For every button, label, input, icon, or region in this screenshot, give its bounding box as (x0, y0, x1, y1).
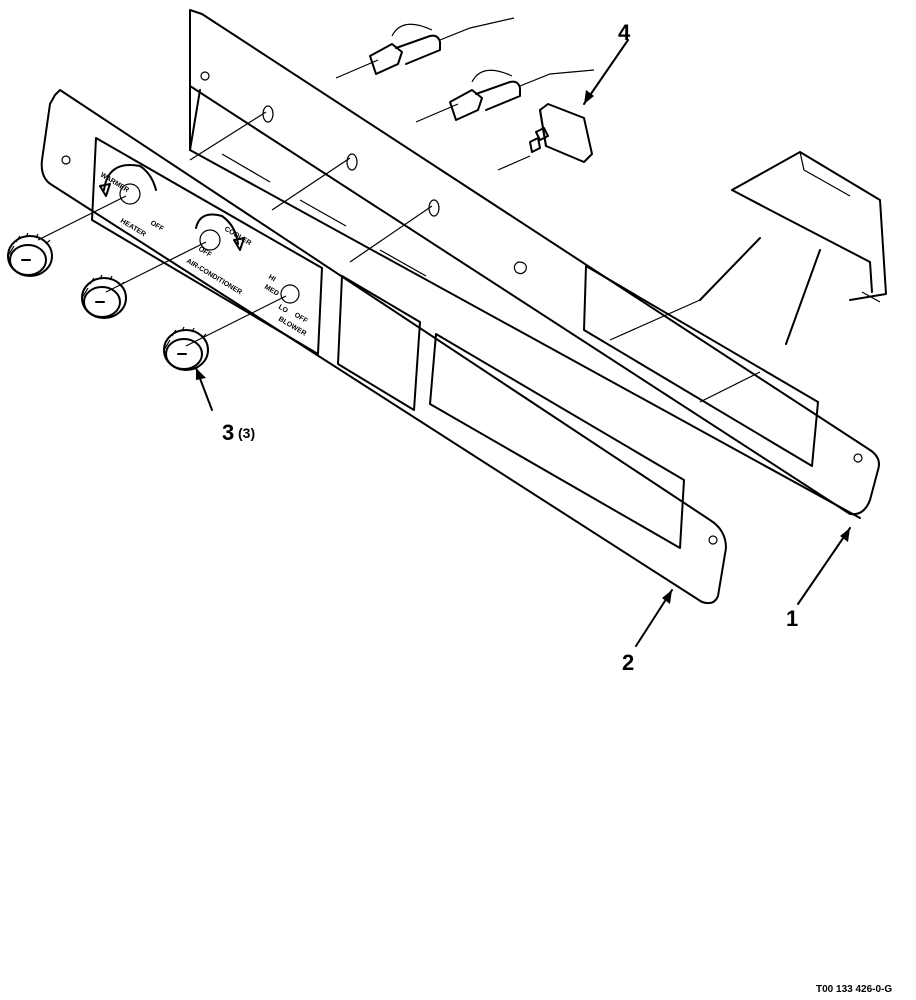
assembly-leader-lines (37, 59, 531, 347)
figure-id: T00 133 426-0-G (816, 984, 892, 995)
callout-item-3: 3 (222, 420, 234, 445)
panel-labels: WARMER HEATER OFF COOLER OFF AIR-CONDITI… (99, 172, 309, 338)
knob-air-conditioner (81, 274, 127, 319)
label-lo: LO (277, 304, 289, 315)
knob-heater (7, 232, 53, 277)
label-hi: HI (267, 274, 277, 284)
control-panel-faceplate (40, 89, 727, 605)
label-off-blower: OFF (293, 312, 309, 326)
callout-item-3-quantity: (3) (238, 425, 255, 441)
rocker-switch (529, 103, 593, 163)
knob-blower (163, 326, 209, 371)
wire-connectors (369, 17, 595, 121)
label-off-ac: OFF (197, 246, 213, 260)
callout-item-4: 4 (618, 20, 631, 45)
label-heater: HEATER (119, 218, 147, 239)
callout-item-1: 1 (786, 606, 798, 631)
label-med: MED (263, 284, 280, 298)
callout-leaders (195, 39, 851, 647)
callout-item-2: 2 (622, 650, 634, 675)
mounting-bracket (189, 9, 887, 519)
label-off-heater: OFF (149, 220, 165, 234)
bracket-holes (262, 105, 440, 217)
